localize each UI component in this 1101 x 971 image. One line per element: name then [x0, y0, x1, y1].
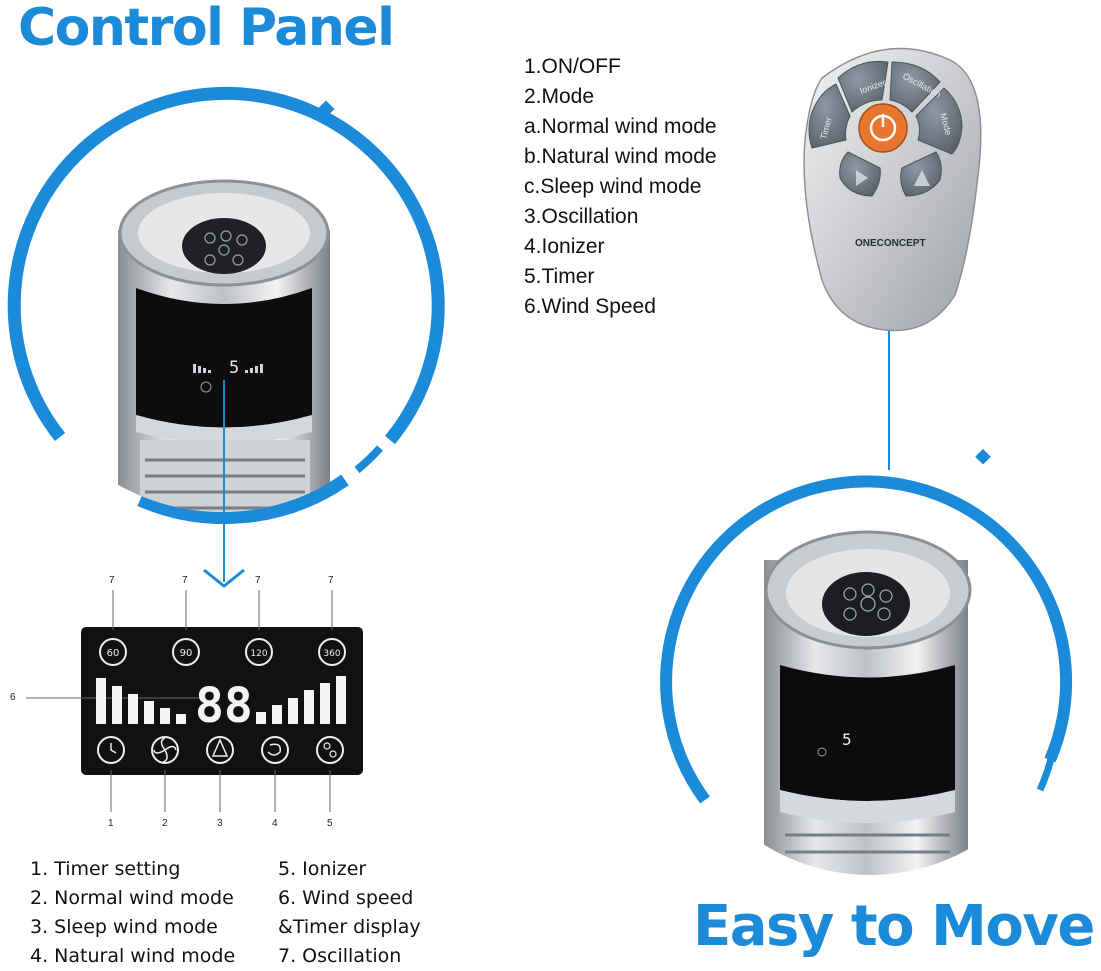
button-callout: 1: [108, 818, 114, 829]
timer-icon: [97, 736, 125, 764]
pointer-arrow-down: [203, 380, 245, 588]
remote-legend-item: 4.Ionizer: [524, 235, 605, 258]
fan-photo-digit: 5: [842, 730, 852, 749]
speed-down-icon: [856, 170, 868, 186]
remote-legend-item: c.Sleep wind mode: [524, 175, 702, 198]
control-panel-diagram: 60 90 120 360 88: [26, 590, 363, 812]
fan-tower-closeup: 5: [118, 179, 330, 512]
oscillation-badge-90: 90: [180, 648, 193, 659]
button-callout: 4: [272, 818, 278, 829]
remote-legend: 1.ON/OFF 2.Mode a.Normal wind mode b.Nat…: [524, 52, 717, 322]
remote-brand: ONECONCEPT: [855, 238, 926, 249]
title-control-panel: Control Panel: [18, 0, 395, 58]
right-zoom-ring: [660, 448, 1073, 804]
natural-wind-icon: [261, 736, 289, 764]
sleep-icon: [206, 736, 234, 764]
remote-legend-item: b.Natural wind mode: [524, 145, 717, 168]
fan-speed-digit: 5: [229, 358, 239, 378]
oscillation-badge-120: 120: [250, 649, 267, 659]
remote-control: Ionizer Oscillation Timer Mode ONECONCEP…: [803, 47, 982, 470]
speed-up-icon: [914, 170, 930, 186]
panel-legend-item: 1. Timer setting: [30, 858, 181, 880]
panel-legend-item: 3. Sleep wind mode: [30, 916, 218, 938]
panel-legend-item: &Timer display: [278, 916, 421, 938]
button-callout: 3: [217, 818, 223, 829]
oscillation-badge-60: 60: [107, 648, 120, 659]
remote-legend-item: a.Normal wind mode: [524, 115, 717, 138]
left-zoom-ring: [7, 86, 445, 525]
fan-icon: [151, 736, 179, 764]
panel-legend-item: 7. Oscillation: [278, 945, 402, 967]
title-easy-to-move: Easy to Move: [693, 894, 1095, 959]
panel-legend-item: 4. Natural wind mode: [30, 945, 236, 967]
panel-legend-item: 6. Wind speed: [278, 887, 414, 909]
oscillation-callout: 7: [182, 575, 188, 586]
oscillation-callout: 7: [109, 575, 115, 586]
panel-legend-item: 2. Normal wind mode: [30, 887, 234, 909]
button-callout: 2: [162, 818, 168, 829]
fan-display: 5: [193, 358, 263, 393]
remote-legend-item: 5.Timer: [524, 265, 595, 288]
wind-speed-callout: 6: [10, 692, 16, 703]
remote-legend-item: 1.ON/OFF: [524, 55, 621, 78]
remote-legend-item: 2.Mode: [524, 85, 595, 108]
fan-tower-photo: 5: [764, 530, 972, 875]
remote-legend-item: 6.Wind Speed: [524, 295, 656, 318]
panel-legend-right: 5. Ionizer 6. Wind speed &Timer display …: [278, 855, 421, 971]
oscillation-badge-360: 360: [323, 649, 340, 659]
button-callout: 5: [327, 818, 333, 829]
ionizer-icon: [316, 736, 344, 764]
panel-digits: 88: [195, 678, 253, 734]
panel-legend-left: 1. Timer setting 2. Normal wind mode 3. …: [30, 855, 235, 971]
panel-legend-item: 5. Ionizer: [278, 858, 367, 880]
remote-legend-item: 3.Oscillation: [524, 205, 639, 228]
oscillation-callout: 7: [328, 575, 334, 586]
oscillation-callout: 7: [255, 575, 261, 586]
power-button-icon: [858, 103, 908, 153]
